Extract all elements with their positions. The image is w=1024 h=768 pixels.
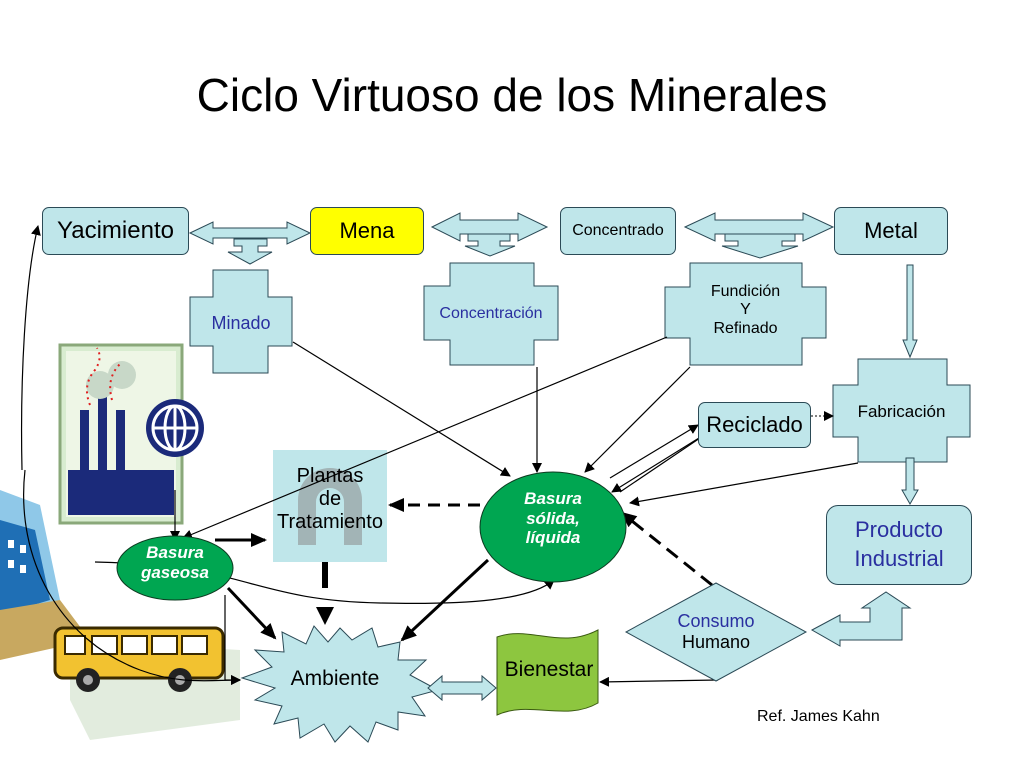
concentracion-cross xyxy=(423,262,559,366)
concentrado-label: Concentrado xyxy=(572,222,664,239)
mena-label: Mena xyxy=(339,218,395,243)
yacimiento-box: Yacimiento xyxy=(42,207,189,255)
bus-clipart xyxy=(53,626,240,740)
bienestar-label: Bienestar xyxy=(504,658,594,681)
arrow-metal-fabricacion xyxy=(902,264,918,359)
producto-label-1: Producto xyxy=(854,517,944,543)
fundicion-cross xyxy=(664,262,827,366)
slide-title: Ciclo Virtuoso de los Minerales xyxy=(196,69,828,121)
metal-label: Metal xyxy=(864,218,918,243)
globe-icon xyxy=(146,399,204,457)
basura-gaseosa-oval xyxy=(116,535,234,601)
thick-arrows xyxy=(215,533,490,642)
plantas-label-2: de xyxy=(318,488,342,510)
basura-gaseosa-label-1: Basura xyxy=(146,543,204,562)
arrow-consumo-producto xyxy=(810,591,912,647)
concentrado-box: Concentrado xyxy=(560,207,676,255)
ambiente-label: Ambiente xyxy=(290,667,380,690)
reciclado-box: Reciclado xyxy=(698,402,811,448)
reciclado-label: Reciclado xyxy=(706,412,803,437)
double-arrow-mena-concentrado xyxy=(430,212,549,257)
double-arrow-ambiente-bienestar xyxy=(427,674,497,702)
consumo-label: Consumo Humano xyxy=(646,611,786,652)
yacimiento-label: Yacimiento xyxy=(57,217,174,244)
basura-solida-label-1: Basura xyxy=(524,489,582,508)
magnet-icon xyxy=(298,468,362,545)
fabricacion-cross xyxy=(832,358,971,463)
consumo-label-1: Consumo xyxy=(677,611,755,631)
minado-cross xyxy=(189,269,293,374)
basura-gaseosa-label: Basura gaseosa xyxy=(117,543,233,582)
arrow-fabricacion-producto xyxy=(901,457,919,506)
fundicion-label-3: Refinado xyxy=(713,319,778,337)
mena-box: Mena xyxy=(310,207,424,255)
fundicion-label-2: Y xyxy=(740,301,751,319)
basura-solida-label: Basura sólida, líquida xyxy=(490,489,616,548)
plantas-label-3: Tratamiento xyxy=(277,511,383,533)
fundicion-label: Fundición Y Refinado xyxy=(665,283,826,338)
fabricacion-label: Fabricación xyxy=(857,402,946,421)
reference-text: Ref. James Kahn xyxy=(757,708,880,725)
double-arrow-concentrado-metal xyxy=(683,212,835,259)
basura-gaseosa-label-2: gaseosa xyxy=(140,562,210,582)
consumo-diamond xyxy=(624,582,808,682)
flow-lines xyxy=(20,225,859,687)
double-arrow-yacimiento-mena xyxy=(188,221,312,265)
ambiente-burst xyxy=(240,625,440,743)
minado-label: Minado xyxy=(211,313,271,333)
basura-solida-oval xyxy=(479,471,627,583)
fundicion-label-1: Fundición xyxy=(710,283,781,300)
plantas-label-1: Plantas xyxy=(296,465,364,487)
producto-label-2: Industrial xyxy=(854,546,944,571)
plantas-label: Plantas de Tratamiento xyxy=(255,465,405,534)
basura-solida-label-3: líquida xyxy=(525,528,581,548)
consumo-label-2: Humano xyxy=(681,631,751,652)
bienestar-shape xyxy=(496,629,599,716)
concentracion-label: Concentración xyxy=(439,305,543,322)
producto-industrial-box: Producto Industrial xyxy=(826,505,972,585)
metal-box: Metal xyxy=(834,207,948,255)
dashed-arrows xyxy=(316,498,713,625)
basura-solida-label-2: sólida, xyxy=(526,508,580,528)
